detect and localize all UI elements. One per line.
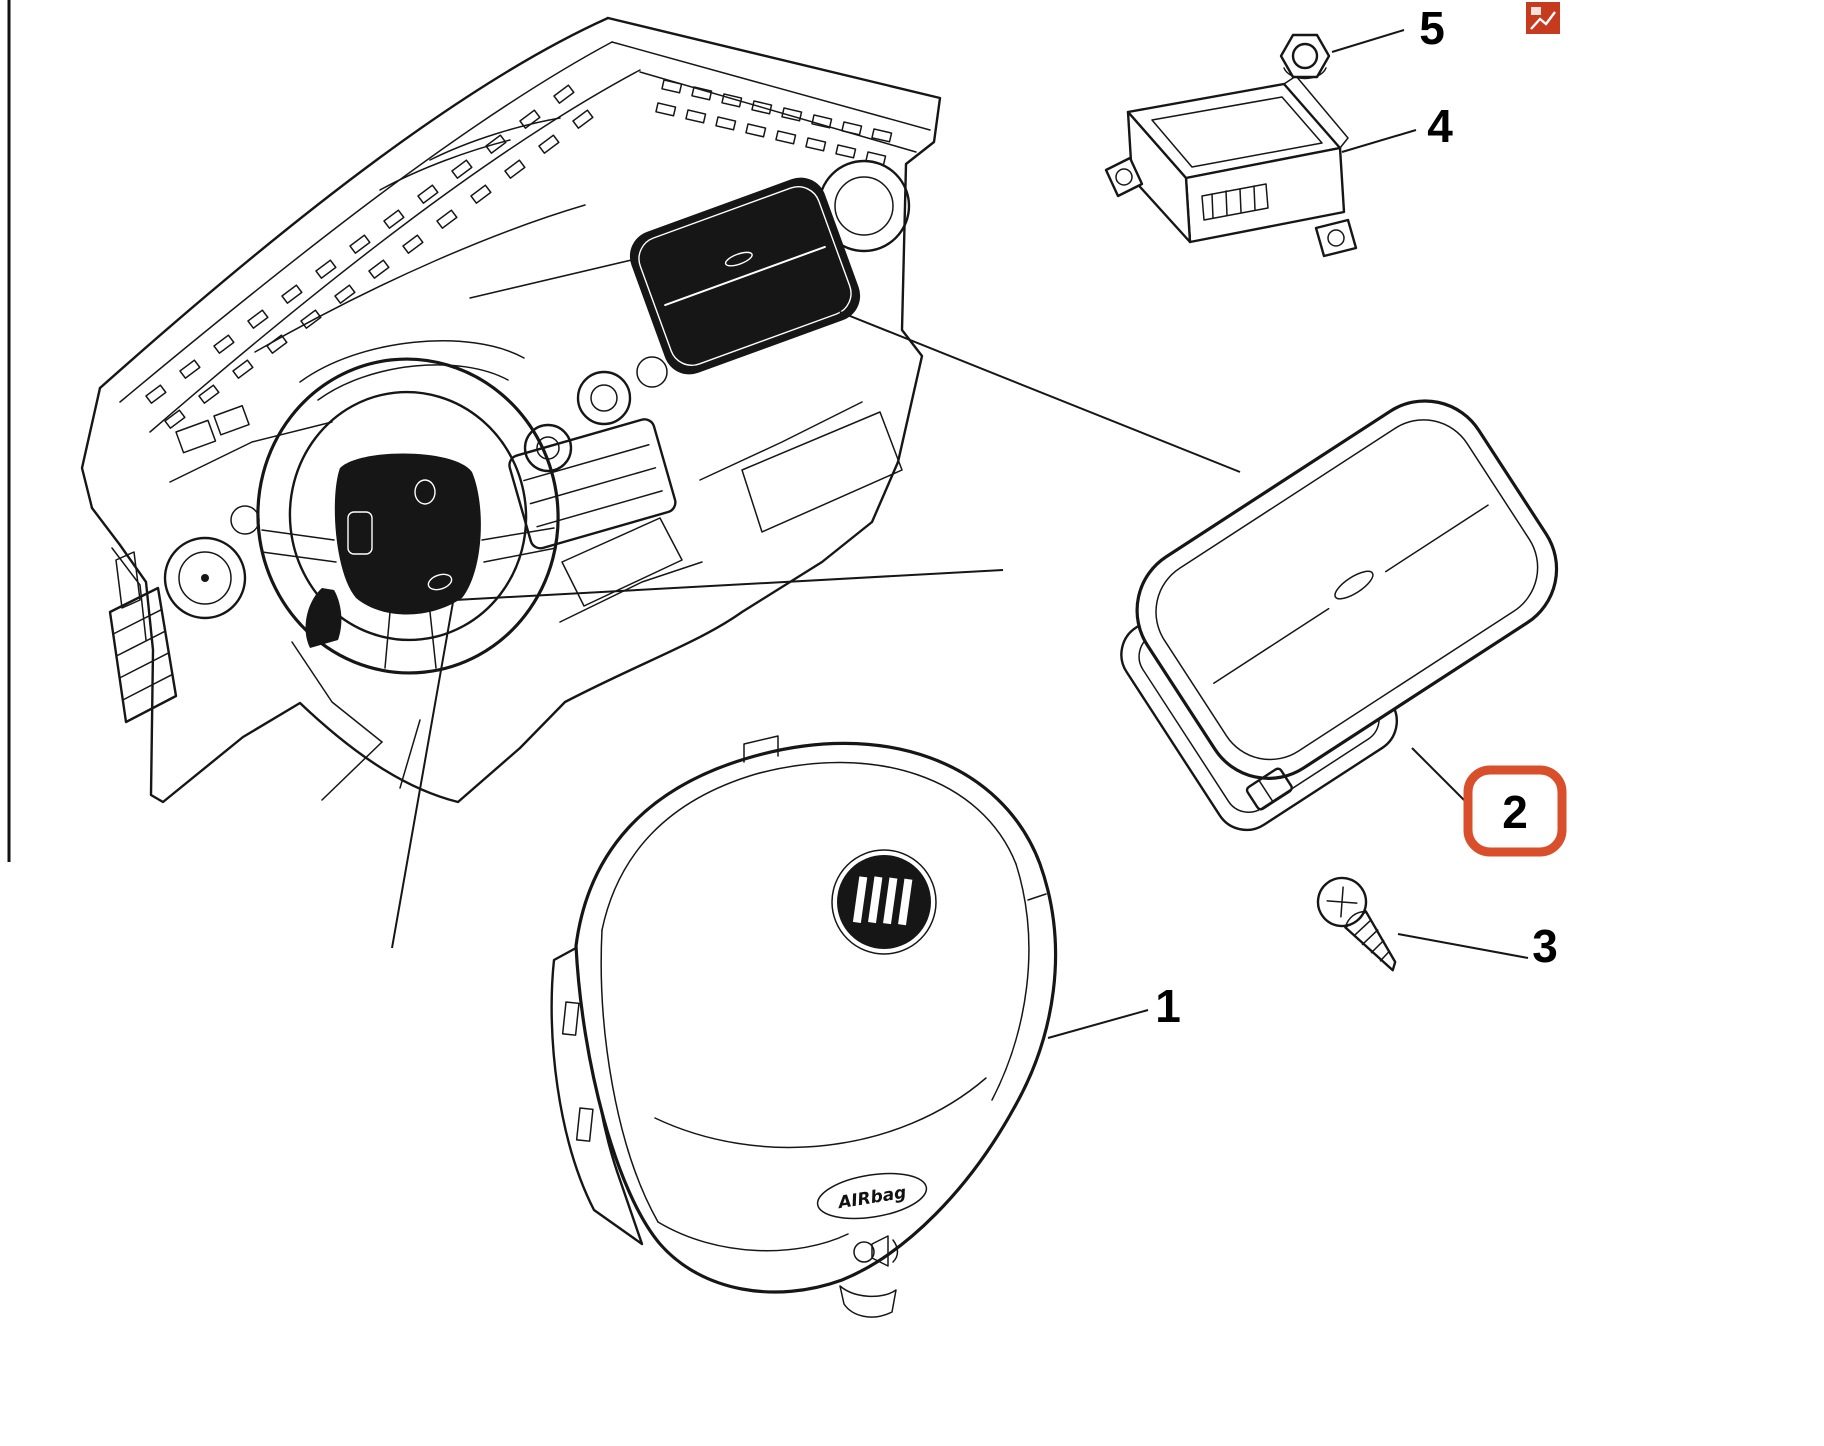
- part-1-driver-airbag: AIRbag: [550, 735, 1058, 1318]
- leader-line-part-3: [1397, 933, 1529, 959]
- part-label-5[interactable]: 5: [1419, 2, 1445, 54]
- part-ref-3[interactable]: 3: [1532, 920, 1558, 972]
- leader-line-part-2: [1411, 747, 1465, 801]
- part-5-nut: [1279, 33, 1331, 80]
- column-stalk: [305, 588, 342, 648]
- part-label-2[interactable]: 2: [1502, 786, 1528, 838]
- part-2-passenger-airbag: [1120, 399, 1559, 832]
- part-3-screw: [1316, 876, 1397, 972]
- broken-image-icon: [1526, 2, 1560, 34]
- leader-line-part-1: [1047, 1009, 1149, 1039]
- dashboard-assembly: [80, 16, 942, 804]
- small-knob: [230, 505, 260, 535]
- leader-line-driver-airbag-right: [454, 569, 1004, 601]
- part-label-3[interactable]: 3: [1532, 920, 1558, 972]
- highlight-box-part-2: [1463, 765, 1567, 857]
- steering-wheel: [256, 357, 560, 675]
- leader-line-driver-airbag-left: [391, 601, 454, 949]
- horn-icon: [853, 1235, 899, 1267]
- center-console: [508, 418, 677, 550]
- part-4-control-unit: [1104, 75, 1358, 258]
- leader-line-part-5: [1331, 29, 1405, 53]
- leader-line-passenger-airbag: [839, 311, 1241, 473]
- part-ref-5[interactable]: 5: [1419, 2, 1445, 54]
- air-vent-left: [163, 536, 247, 620]
- passenger-airbag-installed: [629, 177, 861, 375]
- driver-airbag-installed: [334, 453, 481, 615]
- part-ref-1[interactable]: 1: [1155, 980, 1181, 1032]
- leader-line-part-4: [1341, 129, 1417, 153]
- fiat-logo-icon: [831, 849, 937, 955]
- part-label-4[interactable]: 4: [1427, 100, 1453, 152]
- speaker-grille-slats: [109, 587, 177, 723]
- part-ref-4[interactable]: 4: [1427, 100, 1453, 152]
- part-ref-2[interactable]: 2: [1463, 765, 1567, 857]
- part-label-1[interactable]: 1: [1155, 980, 1181, 1032]
